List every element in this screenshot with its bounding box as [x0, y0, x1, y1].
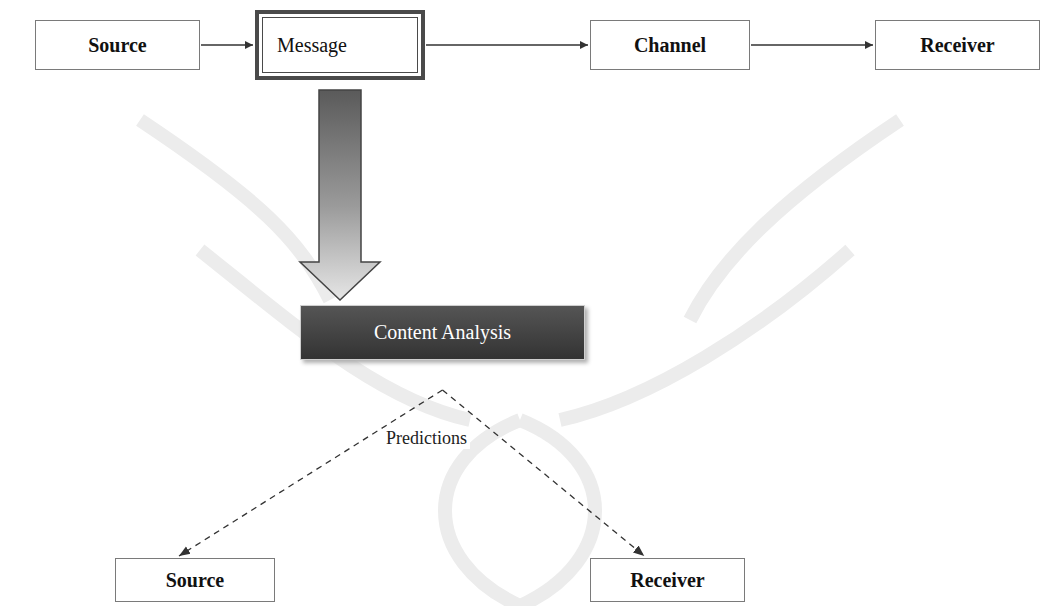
node-label: Channel: [634, 34, 706, 57]
watermark-curves: [140, 120, 900, 606]
block-arrow: [300, 90, 380, 300]
node-label: Source: [166, 569, 225, 592]
content-analysis-box: Content Analysis: [300, 305, 585, 360]
source-box: Source: [35, 20, 200, 70]
flow-arrow: [426, 44, 588, 45]
dashed-arrow: [179, 390, 443, 556]
node-label: Content Analysis: [374, 321, 511, 344]
channel-box: Channel: [590, 20, 750, 70]
predicted-receiver-box: Receiver: [590, 558, 745, 602]
predicted-source-box: Source: [115, 558, 275, 602]
message-box: Message: [255, 10, 425, 80]
dashed-arrow: [443, 390, 645, 556]
node-label: Receiver: [630, 569, 704, 592]
flow-arrow: [751, 44, 873, 45]
node-label: Message: [277, 34, 347, 57]
flow-arrow: [201, 44, 253, 45]
annotation-label: Predictions: [383, 428, 470, 449]
node-label: Source: [88, 34, 147, 57]
node-label: Receiver: [920, 34, 994, 57]
receiver-box: Receiver: [875, 20, 1040, 70]
